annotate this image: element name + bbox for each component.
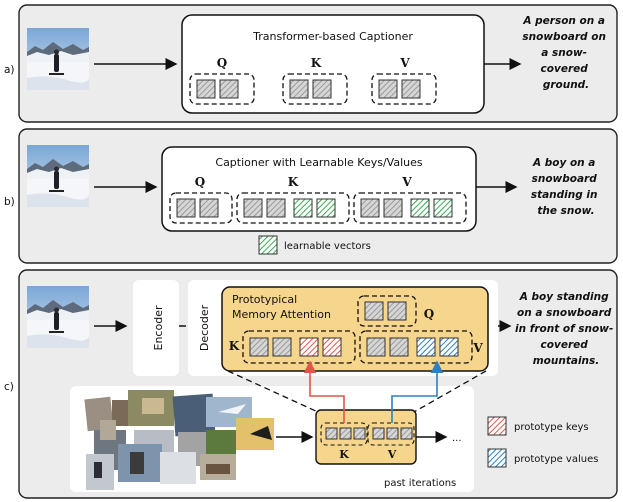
legend-keys-swatch bbox=[487, 416, 507, 436]
prototype-values-arrow bbox=[391, 360, 444, 423]
vector-group-q-a bbox=[189, 73, 255, 105]
memory-bank-v-vectors bbox=[367, 422, 415, 446]
vector-group-k-b bbox=[236, 192, 350, 224]
legend-prototype-values: prototype values bbox=[487, 448, 598, 468]
legend-learnable: learnable vectors bbox=[258, 235, 371, 255]
caption-c: A boy standing on a snowboard in front o… bbox=[515, 291, 617, 367]
k-label-b: K bbox=[288, 175, 299, 189]
memory-attention-title: Prototypical Memory Attention bbox=[232, 293, 331, 321]
v-label-c: V bbox=[472, 341, 483, 355]
input-image-a bbox=[27, 28, 89, 90]
encoder-box bbox=[133, 280, 179, 376]
past-images-collage bbox=[84, 390, 274, 490]
captioner-title-b: Captioner with Learnable Keys/Values bbox=[215, 156, 422, 169]
q-label-c: Q bbox=[424, 307, 434, 321]
memory-bank-k-label: K bbox=[339, 448, 349, 461]
panel-b: b) Captioner with Learnable Keys/Values … bbox=[4, 128, 618, 264]
k-label-c: K bbox=[229, 339, 240, 353]
encoder-label: Encoder bbox=[152, 305, 165, 350]
dashed-connector-left bbox=[227, 370, 319, 413]
prototype-keys-arrow bbox=[303, 360, 345, 423]
legend-values-swatch bbox=[487, 448, 507, 468]
panel-a-label: a) bbox=[4, 64, 15, 76]
vector-group-v-b bbox=[353, 192, 467, 224]
ellipsis-label: ... bbox=[452, 433, 462, 444]
decoder-label: Decoder bbox=[198, 304, 211, 351]
panel-b-label: b) bbox=[4, 196, 15, 208]
dashed-connector-right bbox=[413, 370, 487, 413]
vector-group-v-c bbox=[359, 330, 473, 364]
panel-a: a) Transformer-based Captioner Q K V A p… bbox=[4, 4, 618, 123]
panel-c-label: c) bbox=[4, 381, 14, 393]
caption-a: A person on a snowboard on a snow- cover… bbox=[522, 15, 609, 91]
v-label-a: V bbox=[399, 56, 410, 70]
legend-keys-label: prototype keys bbox=[514, 422, 589, 433]
vector-group-v-a bbox=[371, 73, 437, 105]
vector-group-k-a bbox=[282, 73, 348, 105]
legend-learnable-swatch bbox=[258, 235, 278, 255]
vector-group-q-c bbox=[357, 295, 417, 327]
input-image-c bbox=[27, 286, 89, 348]
caption-b: A boy on a snowboard standing in the sno… bbox=[531, 157, 601, 217]
input-image-b bbox=[27, 145, 89, 207]
legend-prototype-keys: prototype keys bbox=[487, 416, 589, 436]
q-label-a: Q bbox=[217, 56, 227, 70]
past-iterations-label: past iterations bbox=[384, 478, 456, 489]
legend-values-label: prototype values bbox=[514, 454, 598, 465]
panel-c: c) Encoder Decoder Prototypical Memory A… bbox=[4, 269, 618, 499]
memory-bank-v-label: V bbox=[387, 448, 397, 461]
k-label-a: K bbox=[311, 56, 322, 70]
vector-group-k-c bbox=[242, 330, 356, 364]
captioner-title-a: Transformer-based Captioner bbox=[252, 30, 413, 43]
vector-group-q-b bbox=[169, 192, 233, 224]
legend-learnable-label: learnable vectors bbox=[284, 241, 371, 252]
v-label-b: V bbox=[401, 175, 412, 189]
q-label-b: Q bbox=[195, 175, 205, 189]
